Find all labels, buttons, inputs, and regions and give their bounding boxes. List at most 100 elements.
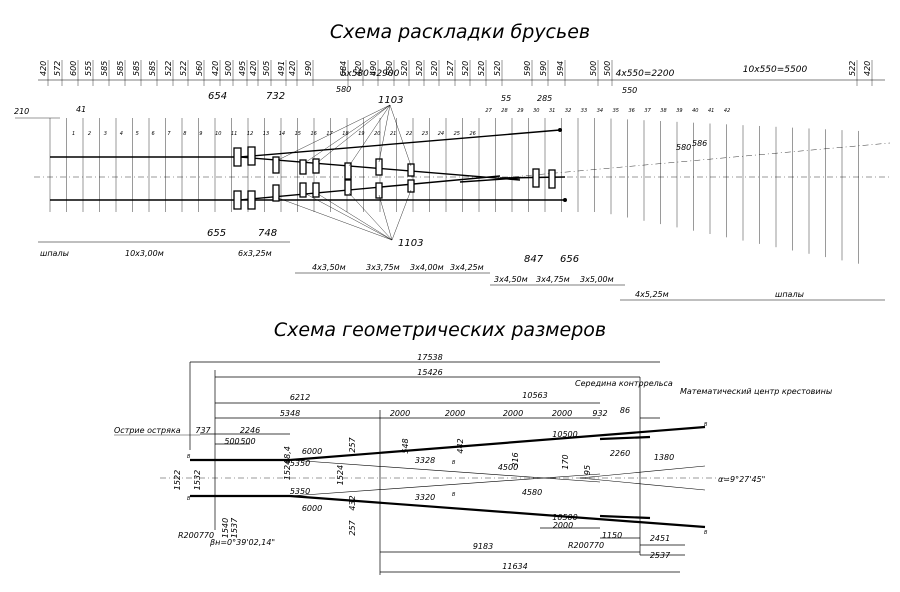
dim-label: 1150 bbox=[602, 531, 622, 540]
group-label-2: 4x550=2200 bbox=[616, 69, 675, 79]
label-check-mid: Середина контррельса bbox=[575, 379, 673, 388]
dim-41: 41 bbox=[76, 105, 86, 114]
tie-number: 20 bbox=[374, 131, 380, 137]
top-title: Схема раскладки брусьев bbox=[330, 21, 590, 43]
spacing-label: 520 bbox=[430, 61, 439, 76]
dim-label: 1524 bbox=[283, 460, 292, 480]
svg-text:B: B bbox=[704, 530, 708, 536]
label-point: Острие остряка bbox=[114, 426, 181, 435]
dim-label: 442 bbox=[456, 438, 465, 453]
dim-1103-top: 1103 bbox=[378, 95, 403, 106]
dim-label: 9183 bbox=[473, 542, 493, 551]
tie-number: 12 bbox=[247, 131, 253, 137]
spacing-label: 420 bbox=[354, 61, 363, 76]
tie-number: 10 bbox=[215, 131, 221, 137]
tie-number: 18 bbox=[342, 131, 348, 137]
spacing-label: 594 bbox=[556, 61, 565, 76]
dim-580b: 580 bbox=[676, 143, 691, 152]
dim-label: 737 bbox=[195, 426, 211, 435]
dim-label: 500 bbox=[240, 437, 255, 446]
tie-number: 41 bbox=[708, 108, 714, 114]
dim-label: 4500 bbox=[498, 463, 518, 472]
dim-655: 655 bbox=[207, 228, 226, 239]
tie-number: 36 bbox=[629, 108, 635, 114]
spacing-label: 420 bbox=[288, 61, 297, 76]
tie-number: 15 bbox=[295, 131, 301, 137]
dim-586: 586 bbox=[692, 139, 707, 148]
spacing-label: 590 bbox=[523, 61, 532, 76]
tie-number: 24 bbox=[438, 131, 444, 137]
tie-number: 9 bbox=[199, 131, 202, 137]
dim-label: 15426 bbox=[417, 368, 442, 377]
tie-number: 4 bbox=[120, 131, 123, 137]
label-radius-1: R200770 bbox=[178, 531, 214, 540]
dim-label: 5348 bbox=[280, 409, 300, 418]
spacing-label: 420 bbox=[863, 61, 872, 76]
dim-label: 3320 bbox=[415, 493, 435, 502]
dim-label: 6000 bbox=[302, 504, 322, 513]
spacing-label: 550 bbox=[385, 61, 394, 76]
dim-label: 10500 bbox=[552, 513, 577, 522]
dim-label: 10563 bbox=[522, 391, 547, 400]
dim-210: 210 bbox=[14, 107, 29, 116]
tie-number: 8 bbox=[183, 131, 186, 137]
label-beta: βн=0°39'02,14" bbox=[209, 538, 275, 547]
spacing-label: 420 bbox=[39, 61, 48, 76]
tie-number: 33 bbox=[581, 108, 587, 114]
dim-label: 10500 bbox=[552, 430, 577, 439]
tie-number: 31 bbox=[549, 108, 555, 114]
tie-number: 22 bbox=[406, 131, 412, 137]
grp-2: 6x3,25м bbox=[238, 249, 272, 258]
bottom-title: Схема геометрических размеров bbox=[274, 319, 606, 341]
dim-label: 257 bbox=[348, 436, 357, 452]
spacing-label: 420 bbox=[211, 61, 220, 76]
spacing-label: 585 bbox=[148, 61, 157, 76]
dim-label: 6000 bbox=[302, 447, 322, 456]
dim-label: 1540 bbox=[221, 518, 230, 538]
spacing-label: 522 bbox=[179, 61, 188, 76]
dim-label: 1532 bbox=[193, 470, 202, 490]
spacing-label: 585 bbox=[116, 61, 125, 76]
dim-label: 432 bbox=[348, 495, 357, 510]
grp-shpaly-2: шпалы bbox=[775, 290, 804, 299]
guard-rail bbox=[599, 514, 651, 520]
tie-number: 38 bbox=[660, 108, 666, 114]
spacing-label: 527 bbox=[446, 60, 455, 76]
tie-number: 23 bbox=[422, 131, 428, 137]
dim-656: 656 bbox=[560, 254, 579, 265]
tie-number: 7 bbox=[167, 131, 171, 137]
spacing-label: 585 bbox=[132, 61, 141, 76]
rail bbox=[289, 473, 601, 497]
ties bbox=[49, 118, 859, 264]
dim-label: 2000 bbox=[503, 409, 523, 418]
dim-label: 1524 bbox=[336, 465, 345, 485]
spacing-label: 500 bbox=[589, 61, 598, 76]
spacing-label: 572 bbox=[53, 61, 62, 76]
spacing-label: 560 bbox=[195, 61, 204, 76]
tie-number: 29 bbox=[517, 108, 523, 114]
frog bbox=[579, 465, 706, 479]
dim-748: 748 bbox=[258, 228, 277, 239]
tie-number: 21 bbox=[390, 131, 396, 137]
grp-1: 10x3,00м bbox=[125, 249, 164, 258]
tie-number: 11 bbox=[231, 131, 237, 137]
dim-label: 95 bbox=[583, 465, 592, 475]
dim-label: 2246 bbox=[240, 426, 260, 435]
grp-5: 3x4,00м bbox=[410, 263, 444, 272]
tie-number: 37 bbox=[644, 108, 651, 114]
tie-number: 3 bbox=[104, 131, 107, 137]
dim-label: 316 bbox=[511, 452, 520, 467]
dim-label: 5350 bbox=[290, 487, 310, 496]
tie-number: 30 bbox=[533, 108, 539, 114]
rail bbox=[289, 459, 601, 483]
svg-text:B: B bbox=[452, 492, 456, 498]
dim-732: 732 bbox=[266, 91, 285, 102]
spacing-label: 520 bbox=[415, 61, 424, 76]
dim-label: 500 bbox=[224, 437, 239, 446]
dim-label: 1537 bbox=[230, 517, 239, 538]
tie-number: 35 bbox=[613, 108, 619, 114]
dim-580: 580 bbox=[336, 85, 351, 94]
group-label-1: 5x580=2900 bbox=[341, 69, 400, 79]
